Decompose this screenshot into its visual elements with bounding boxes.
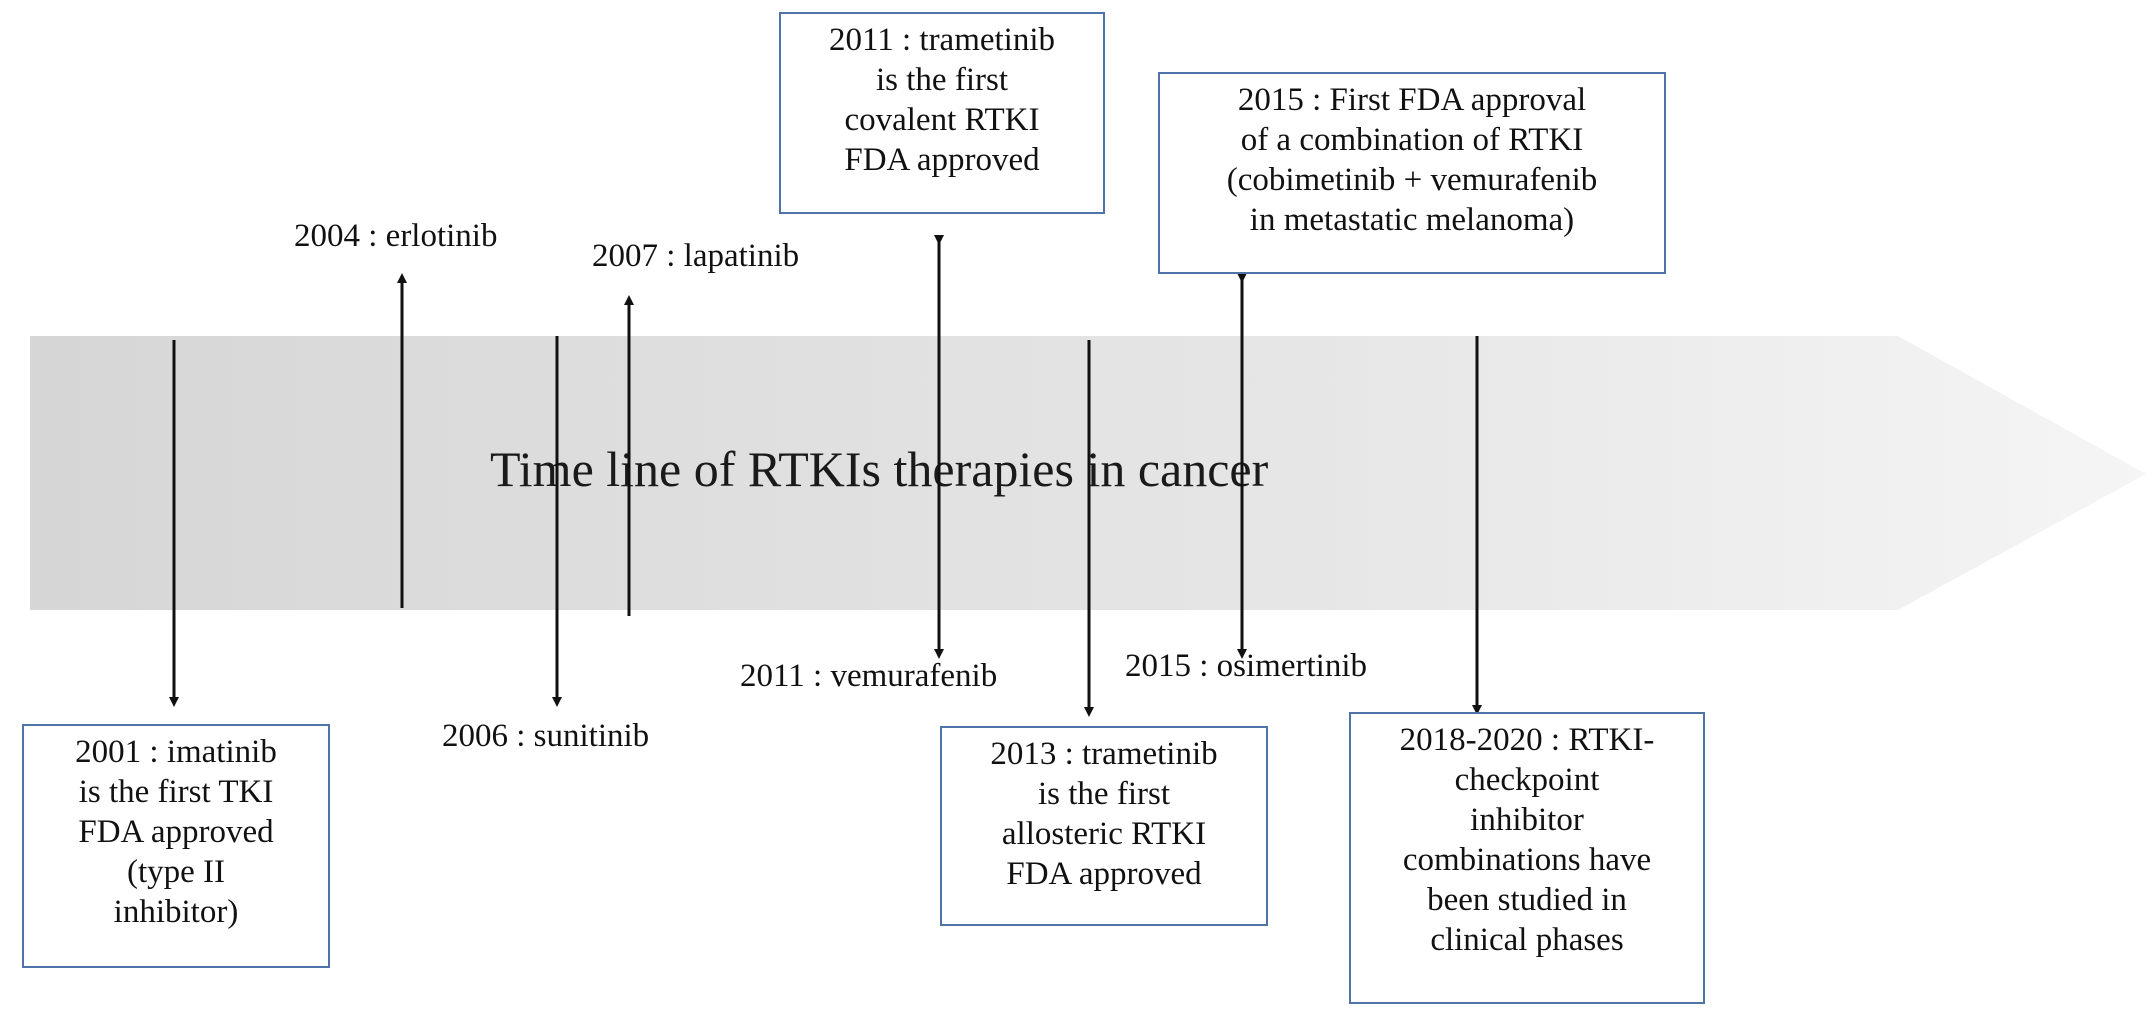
- box-line: is the first TKI: [78, 774, 274, 810]
- label-erlotinib: 2004 : erlotinib: [294, 218, 498, 254]
- box-imatinib-2001: 2001 : imatinib is the first TKI FDA app…: [22, 724, 330, 968]
- box-line: 2001 : imatinib: [75, 734, 277, 770]
- box-line: (cobimetinib + vemurafenib: [1226, 162, 1598, 198]
- box-line: allosteric RTKI: [1001, 816, 1207, 852]
- box-line: checkpoint: [1454, 762, 1600, 798]
- box-line: inhibitor): [113, 894, 239, 930]
- box-trametinib-2013: 2013 : trametinib is the first allosteri…: [940, 726, 1268, 926]
- label-osimertinib: 2015 : osimertinib: [1125, 648, 1367, 684]
- label-vemurafenib: 2011 : vemurafenib: [740, 658, 998, 694]
- box-line: is the first: [1038, 776, 1170, 812]
- box-line: 2015 : First FDA approval: [1237, 82, 1587, 118]
- box-line: 2013 : trametinib: [990, 736, 1218, 772]
- box-line: is the first: [876, 62, 1008, 98]
- box-line: (type II: [126, 854, 226, 890]
- box-line: FDA approved: [844, 142, 1040, 178]
- box-line: FDA approved: [1006, 856, 1202, 892]
- box-combination-2015: 2015 : First FDA approval of a combinati…: [1158, 72, 1666, 274]
- box-line: been studied in: [1427, 882, 1627, 918]
- label-sunitinib: 2006 : sunitinib: [442, 718, 650, 754]
- box-line: 2018-2020 : RTKI-: [1399, 722, 1655, 758]
- box-line: in metastatic melanoma): [1249, 202, 1575, 238]
- box-line: FDA approved: [78, 814, 274, 850]
- timeline-title: Time line of RTKIs therapies in cancer: [490, 441, 1269, 497]
- box-line: clinical phases: [1430, 922, 1624, 958]
- label-lapatinib: 2007 : lapatinib: [592, 238, 800, 274]
- box-line: covalent RTKI: [844, 102, 1040, 138]
- box-trametinib-2011: 2011 : trametinib is the first covalent …: [779, 12, 1105, 214]
- box-line: combinations have: [1402, 842, 1652, 878]
- box-line: inhibitor: [1470, 802, 1584, 838]
- box-line: 2011 : trametinib: [828, 22, 1056, 58]
- box-line: of a combination of RTKI: [1240, 122, 1584, 158]
- box-checkpoint-2018-2020: 2018-2020 : RTKI- checkpoint inhibitor c…: [1349, 712, 1705, 1004]
